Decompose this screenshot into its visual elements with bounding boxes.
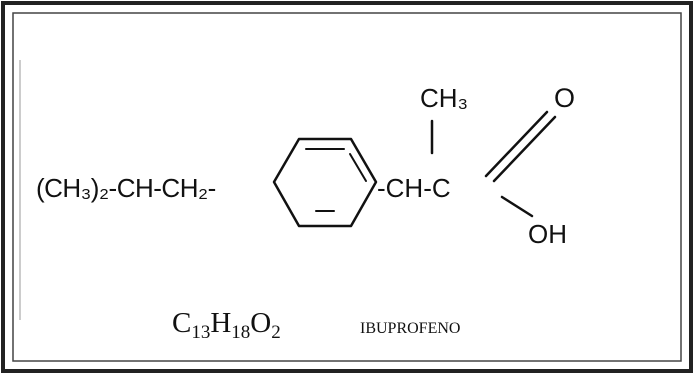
alpha-carbon-label: -CH-C bbox=[377, 173, 451, 203]
formula-hydrogen-count: 18 bbox=[231, 322, 250, 343]
formula-hydrogen: H bbox=[210, 307, 231, 339]
benzene-ring bbox=[272, 137, 378, 228]
carbonyl-oxygen-label: O bbox=[554, 83, 575, 113]
formula-carbon-count: 13 bbox=[191, 322, 210, 343]
compound-name: IBUPROFENO bbox=[360, 320, 460, 337]
methyl-group-label: CH₃ bbox=[420, 83, 468, 113]
formula-oxygen: O bbox=[250, 307, 271, 339]
isobutyl-group-label: (CH₃)₂-CH-CH₂- bbox=[36, 173, 216, 203]
hydroxyl-label: OH bbox=[528, 219, 567, 249]
hydroxyl-bond bbox=[500, 195, 534, 218]
ring-double-bond-right bbox=[349, 153, 367, 182]
formula-carbon: C bbox=[172, 307, 191, 339]
formula-oxygen-count: 2 bbox=[271, 322, 281, 343]
molecular-formula: C13H18O2 bbox=[172, 307, 281, 343]
carbonyl-double-bond bbox=[484, 110, 557, 183]
